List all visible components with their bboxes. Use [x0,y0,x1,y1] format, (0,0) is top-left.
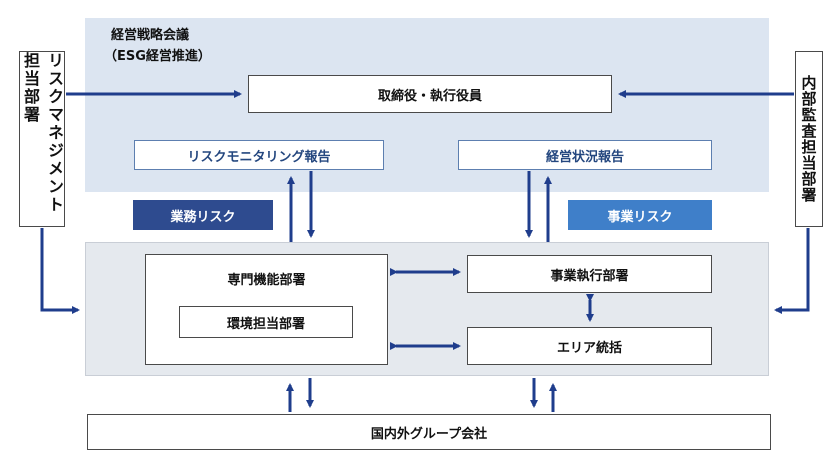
internal-audit-dept-box: 内部監査担当部署 [795,51,823,227]
risk-management-dept-box: リスクマネジメント担当部署 [19,51,65,227]
risk-monitoring-report-label: リスクモニタリング報告 [187,149,331,165]
arrow-audit-to-operations [774,228,810,314]
arrow-riskmgmt-to-operations [40,228,80,314]
business-status-report-box: 経営状況報告 [458,140,712,170]
strategy-meeting-subtitle: （ESG経営推進） [104,49,211,64]
executives-box: 取締役・執行役員 [248,75,612,113]
risk-management-dept-label: リスクマネジメント担当部署 [21,52,64,214]
operational-risk-label: 業務リスク [170,209,236,225]
business-execution-depts-label: 事業執行部署 [550,268,629,284]
area-supervision-label: エリア統括 [556,340,622,356]
environment-dept-box: 環境担当部署 [179,306,353,338]
group-companies-box: 国内外グループ会社 [87,414,771,450]
area-supervision-box: エリア統括 [467,327,712,365]
business-status-report-label: 経営状況報告 [545,149,624,165]
internal-audit-dept-label: 内部監査担当部署 [799,75,818,203]
executives-label: 取締役・執行役員 [377,88,482,104]
environment-dept-label: 環境担当部署 [226,316,305,332]
operational-risk-tag: 業務リスク [133,200,273,230]
strategy-meeting-title: 経営戦略会議 [111,28,190,43]
risk-monitoring-report-box: リスクモニタリング報告 [134,140,384,170]
business-risk-label: 事業リスク [607,209,673,225]
business-execution-depts-box: 事業執行部署 [467,255,712,293]
group-companies-label: 国内外グループ会社 [370,426,488,442]
specialized-depts-label: 専門機能部署 [227,273,306,288]
business-risk-tag: 事業リスク [568,200,712,230]
